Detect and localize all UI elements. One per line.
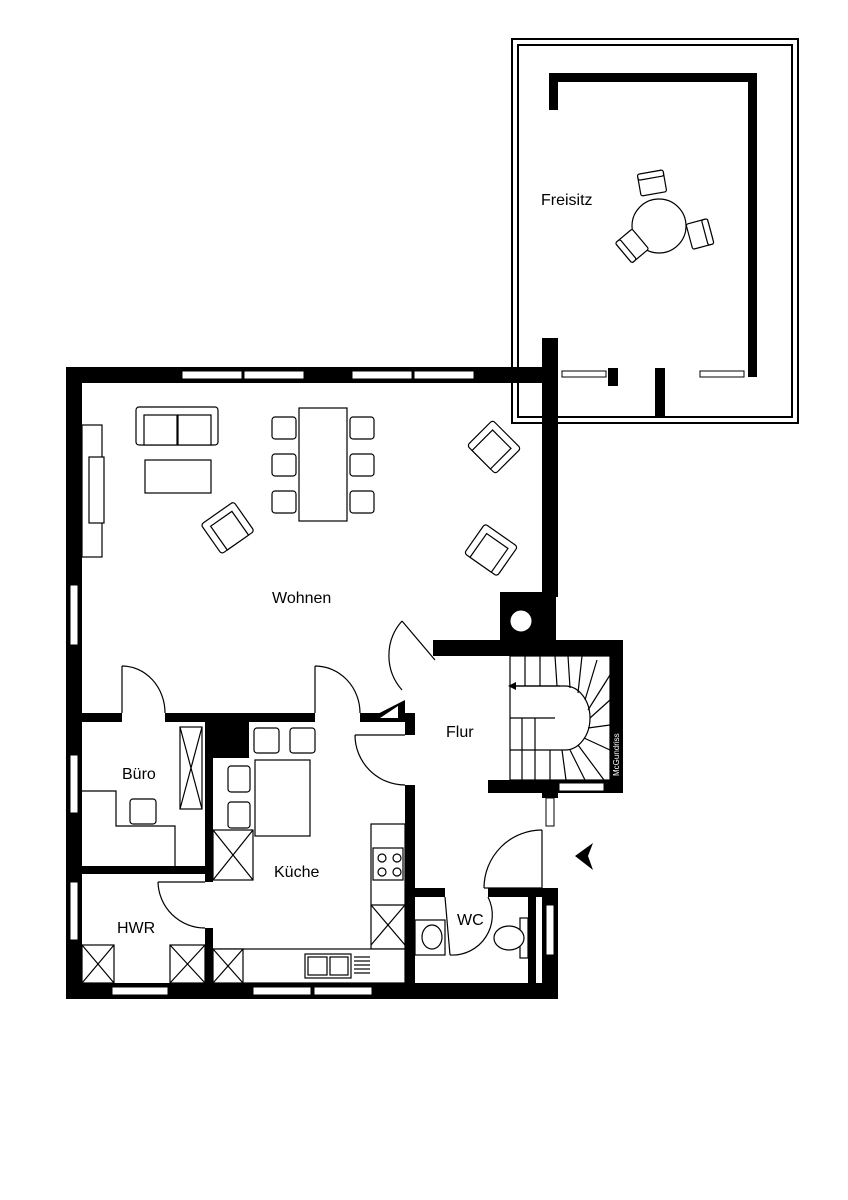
room-label-freisitz: Freisitz bbox=[541, 192, 593, 209]
windows bbox=[69, 370, 555, 996]
office-furniture bbox=[82, 726, 203, 866]
arrow-left-icon bbox=[508, 682, 560, 690]
terrace-table-set bbox=[615, 169, 715, 263]
room-label-flur: Flur bbox=[446, 724, 474, 741]
room-label-buero: Büro bbox=[122, 766, 156, 783]
interior-walls bbox=[66, 700, 548, 995]
living-furniture bbox=[81, 406, 521, 576]
entrance-arrow-icon bbox=[575, 843, 593, 870]
watermark: McGundriss bbox=[612, 733, 621, 776]
terrace bbox=[511, 38, 799, 424]
utility-furniture bbox=[81, 944, 206, 984]
kitchen-furniture bbox=[212, 727, 406, 984]
room-label-hwr: HWR bbox=[117, 920, 155, 937]
room-label-wc: WC bbox=[457, 912, 484, 929]
room-label-kueche: Küche bbox=[274, 864, 319, 881]
staircase bbox=[508, 655, 611, 781]
doors bbox=[121, 620, 543, 956]
wc-furniture bbox=[414, 917, 529, 959]
room-label-wohnen: Wohnen bbox=[272, 590, 331, 607]
